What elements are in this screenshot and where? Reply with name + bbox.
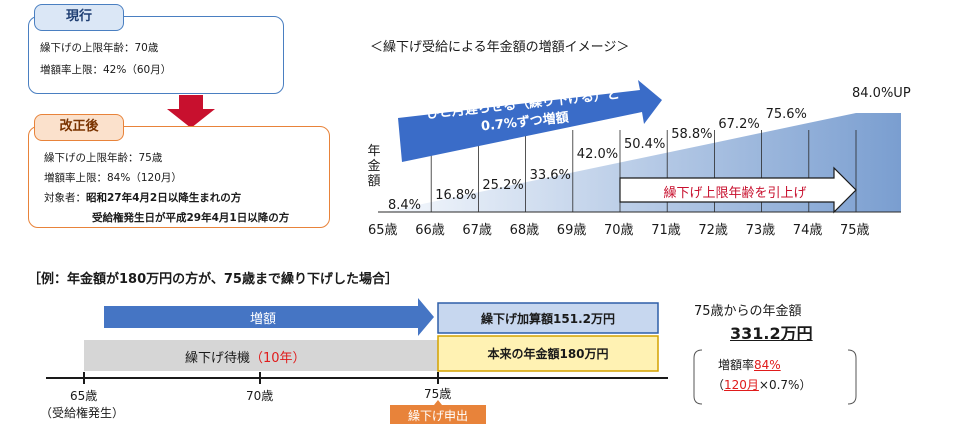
waiting-label: 繰下げ待機（10年）	[185, 347, 306, 366]
add-amount-box	[437, 302, 659, 334]
age-tick-label: 74歳	[792, 223, 823, 238]
total-amount: 331.2万円	[730, 324, 813, 343]
revised-system-box	[28, 126, 330, 228]
chart-y-label: 年 金 額	[366, 144, 382, 189]
age-tick-label: 65歳	[368, 223, 398, 238]
request-label-box	[390, 405, 486, 424]
from75-label: 75歳からの年金額	[694, 304, 802, 319]
ylabel-char-1: 年	[367, 144, 381, 159]
age-tick-label: 67歳	[462, 223, 492, 238]
paren-open: （	[712, 378, 725, 392]
base-amount-label: 本来の年金額180万円	[487, 347, 609, 361]
revised-system-tab: 改正後	[34, 114, 124, 141]
rate-suffix: ×0.7%）	[758, 378, 812, 392]
revised-age-limit: 繰下げの上限年齢：75歳	[44, 152, 163, 164]
chart-title: ＜繰下げ受給による年金額の増額イメージ＞	[370, 40, 630, 55]
down-arrow-icon	[167, 95, 215, 128]
pct-label: 42.0%	[576, 146, 619, 162]
base-amount-box	[437, 335, 659, 372]
age-tick-label: 73歳	[745, 223, 776, 238]
add-amount-label: 繰下げ加算額151.2万円	[481, 312, 615, 326]
revised-rate-limit: 増額率上限：84%（120月）	[44, 172, 182, 184]
timeline-70: 70歳	[246, 389, 274, 403]
age-tick-label: 66歳	[415, 223, 445, 238]
ylabel-char-2: 金	[367, 159, 381, 174]
target-label: 対象者：	[44, 192, 86, 204]
current-system-tab: 現行	[34, 4, 124, 31]
timeline-65: 65歳	[70, 389, 98, 403]
increase-arrow-label: 増額	[250, 312, 277, 327]
current-age-limit: 繰下げの上限年齢：70歳	[40, 42, 159, 54]
months-value: 120月	[724, 378, 759, 392]
age-tick-label: 69歳	[556, 223, 587, 238]
rate-prefix: 増額率	[718, 358, 755, 372]
rate-line: 増額率84%	[718, 356, 781, 373]
revised-target-line-2: 受給権発生日が平成29年4月1日以降の方	[92, 212, 290, 224]
waiting-bar	[84, 340, 438, 371]
waiting-prefix: 繰下げ待機	[185, 351, 251, 366]
pct-label: 75.6%	[765, 106, 807, 122]
pct-label: 67.2%	[718, 116, 760, 132]
pct-label: 8.4%	[388, 198, 422, 214]
timeline-75: 75歳	[424, 387, 452, 401]
age-tick-label: 72歳	[698, 223, 728, 238]
request-label: 繰下げ申出	[407, 409, 468, 423]
months-line: （120月×0.7%）	[712, 376, 811, 393]
age-tick-label: 68歳	[509, 223, 540, 238]
pct-label: 16.8%	[435, 188, 477, 204]
limit-arrow-text: 繰下げ上限年齢を引上げ	[663, 186, 807, 201]
pct-label: 25.2%	[482, 178, 524, 194]
pct-label: 84.0%UP	[852, 86, 911, 101]
timeline-65-note: （受給権発生）	[40, 406, 125, 420]
current-rate-limit: 増額率上限：42%（60月）	[40, 64, 172, 76]
revised-target-line-1: 対象者：昭和27年4月2日以降生まれの方	[44, 190, 241, 205]
pct-label: 58.8%	[671, 126, 713, 142]
waiting-years: （10年）	[250, 351, 306, 366]
blue-increase-arrow	[398, 80, 662, 162]
age-tick-label: 70歳	[604, 223, 634, 238]
pct-label: 33.6%	[529, 168, 571, 184]
age-tick-label: 71歳	[651, 223, 681, 238]
increase-arrow	[104, 298, 434, 336]
example-title: ［例：年金額が180万円の方が、75歳まで繰り下げした場合］	[28, 272, 398, 287]
limit-extend-arrow	[619, 166, 857, 214]
rate-value: 84%	[754, 358, 781, 372]
age-tick-label: 75歳	[840, 223, 870, 238]
target-1: 昭和27年4月2日以降生まれの方	[86, 192, 242, 204]
pct-label: 50.4%	[624, 136, 666, 152]
ylabel-char-3: 額	[367, 174, 381, 189]
